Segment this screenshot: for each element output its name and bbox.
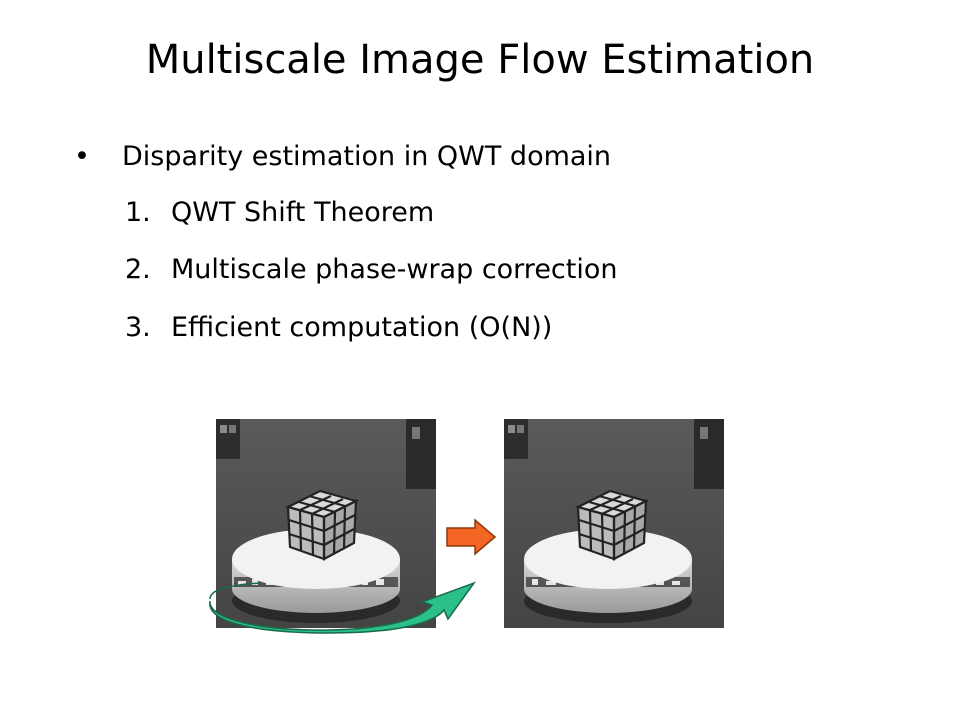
item-text: Efficient computation (O(N)) [171,312,553,343]
item-text: Multiscale phase-wrap correction [171,254,618,285]
numbered-item-1: 1. QWT Shift Theorem [125,195,434,231]
item-text: QWT Shift Theorem [171,197,435,228]
rotation-arrow-icon [209,581,477,634]
turntable-photo-frame-1 [216,419,436,628]
numbered-item-3: 3. Efficient computation (O(N)) [125,310,552,346]
item-number: 2. [125,254,151,285]
item-number: 1. [125,197,151,228]
slide-title: Multiscale Image Flow Estimation [145,37,815,83]
bullet-text: Disparity estimation in QWT domain [122,141,612,172]
right-arrow-icon [446,518,497,556]
item-number: 3. [125,312,151,343]
turntable-photo-frame-2 [504,419,724,628]
bullet-marker: • [74,141,90,172]
numbered-item-2: 2. Multiscale phase-wrap correction [125,252,618,288]
